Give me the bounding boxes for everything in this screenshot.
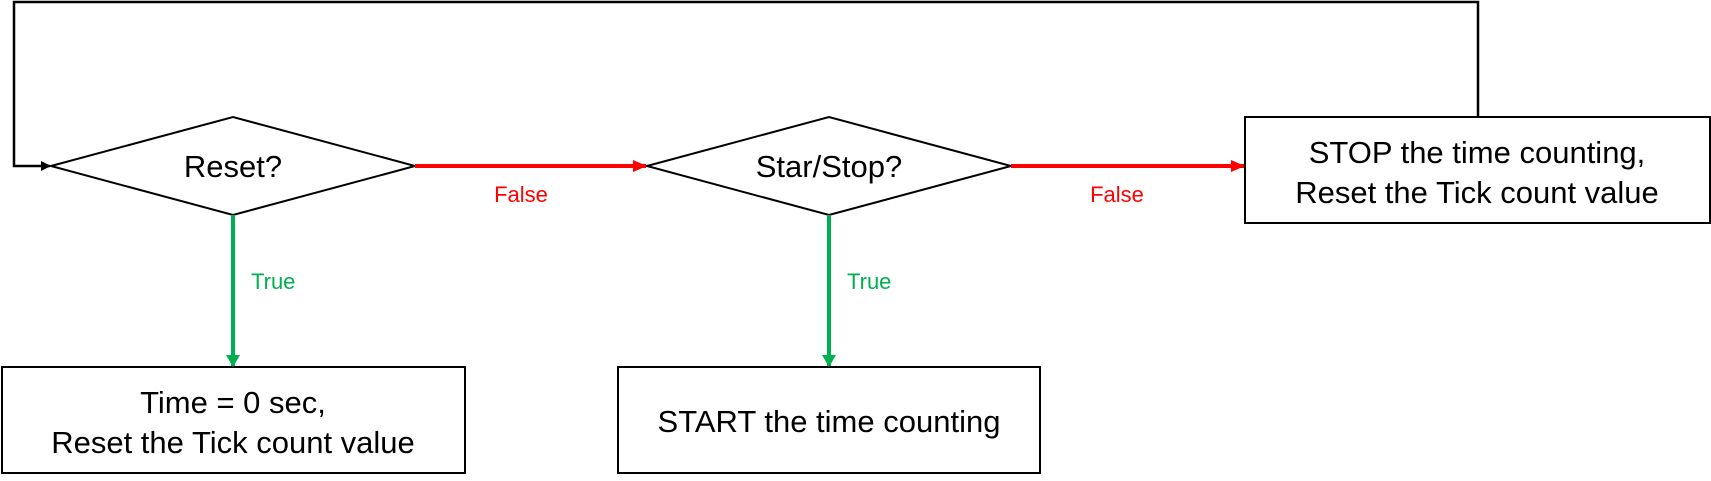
time-zero-box-line-1: Time = 0 sec, bbox=[140, 385, 326, 420]
time-zero-box bbox=[1, 366, 466, 474]
start-box-label: START the time counting bbox=[658, 404, 1001, 439]
loop-back-connector bbox=[12, 0, 1480, 171]
startstop-decision-label: Star/Stop? bbox=[756, 149, 902, 184]
reset-false-label: False bbox=[494, 182, 548, 207]
stop-counting-box bbox=[1244, 116, 1711, 224]
reset-true-label: True bbox=[251, 269, 295, 294]
stop-box-line-1: STOP the time counting, bbox=[1309, 135, 1646, 170]
startstop-true-label: True bbox=[847, 269, 891, 294]
reset-decision-label: Reset? bbox=[184, 149, 282, 184]
stop-box-line-2: Reset the Tick count value bbox=[1295, 175, 1659, 210]
startstop-false-label: False bbox=[1090, 182, 1144, 207]
start-counting-box bbox=[617, 366, 1041, 474]
time-zero-box-line-2: Reset the Tick count value bbox=[51, 425, 415, 460]
